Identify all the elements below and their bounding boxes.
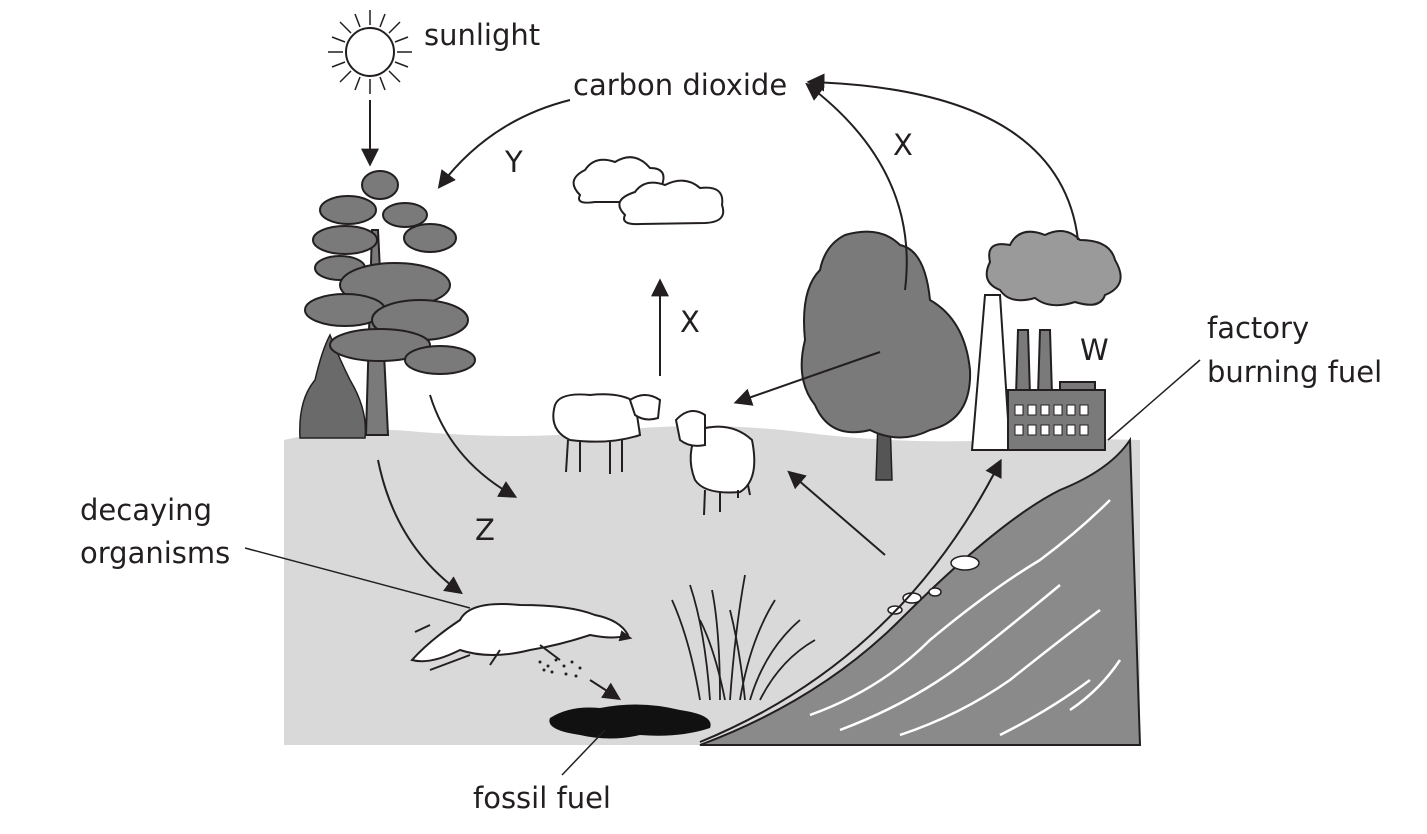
label-y: Y <box>504 145 523 179</box>
pine-tree <box>299 170 476 439</box>
label-w: W <box>1080 333 1109 367</box>
arrow-to-fossil-fuel <box>589 679 622 700</box>
label-x-middle: X <box>680 305 700 339</box>
river-waves <box>809 499 1122 737</box>
arrow-z <box>429 394 518 498</box>
clouds <box>572 156 725 226</box>
arrow-tree-decay <box>377 459 463 595</box>
fossil-fuel-label: fossil fuel <box>473 781 611 815</box>
fossil-fuel-deposit <box>549 704 711 739</box>
arrow-to-sheep <box>787 470 886 556</box>
decaying-label-line1: decaying <box>80 493 212 527</box>
arrow-fossil-to-factory <box>699 458 1002 743</box>
arrow-y <box>437 99 571 189</box>
grass <box>671 574 816 701</box>
arrow-factory <box>806 73 1079 241</box>
factory-label-line1: factory <box>1207 311 1309 345</box>
factory <box>970 230 1122 451</box>
decay-particles <box>538 658 582 678</box>
sunlight-label: sunlight <box>424 18 540 52</box>
label-z: Z <box>475 513 495 547</box>
arrow-x-tree <box>805 82 908 291</box>
carbon-dioxide-label: carbon dioxide <box>573 68 787 102</box>
factory-label-line2: burning fuel <box>1207 355 1382 389</box>
sun-icon <box>328 10 412 94</box>
deciduous-tree <box>800 230 972 481</box>
arrow-tree-to-sheep <box>733 351 881 406</box>
decaying-label-line2: organisms <box>80 536 230 570</box>
decaying-animal <box>410 603 633 671</box>
leader-lines <box>244 359 1201 776</box>
sheep <box>552 393 756 516</box>
arrows <box>361 73 1079 743</box>
label-x-top: X <box>893 128 913 162</box>
